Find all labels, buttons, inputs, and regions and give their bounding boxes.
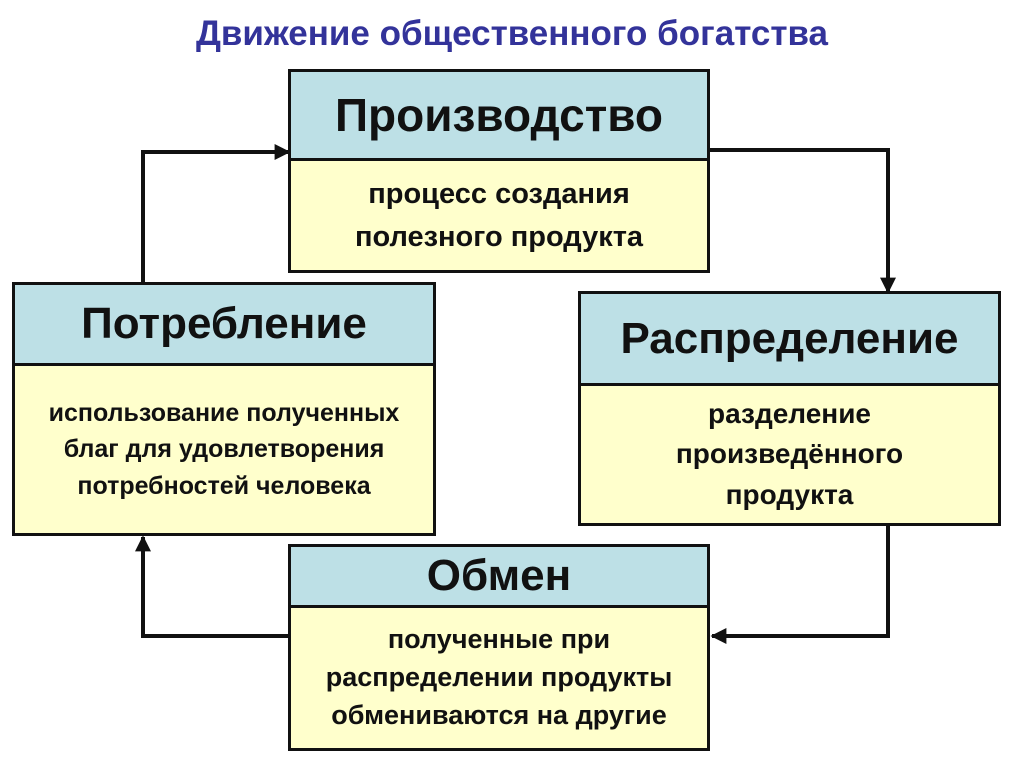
distribution-header: Распределение — [581, 294, 998, 386]
distribution-description: разделение произведённого продукта — [675, 397, 904, 510]
arrow-distribution-to-exchange — [710, 525, 890, 644]
production-description: процесс создания полезного продукта — [354, 178, 644, 253]
consumption-description: использование полученных благ для удовле… — [48, 399, 400, 500]
production-box: Производство процесс создания полезного … — [288, 69, 710, 273]
arrow-exchange-to-consumption — [135, 535, 288, 638]
exchange-description: полученные при распределении продукты об… — [325, 624, 673, 730]
distribution-box: Распределение разделение произведённого … — [578, 291, 1001, 526]
consumption-header: Потребление — [15, 285, 433, 366]
consumption-box: Потребление использование полученных бла… — [12, 282, 436, 536]
production-header: Производство — [291, 72, 707, 161]
arrow-consumption-to-production — [141, 144, 291, 283]
diagram-title: Движение общественного богатства — [195, 14, 829, 53]
exchange-box: Обмен полученные при распределении проду… — [288, 544, 710, 751]
arrow-production-to-distribution — [710, 148, 896, 294]
exchange-header: Обмен — [291, 547, 707, 608]
